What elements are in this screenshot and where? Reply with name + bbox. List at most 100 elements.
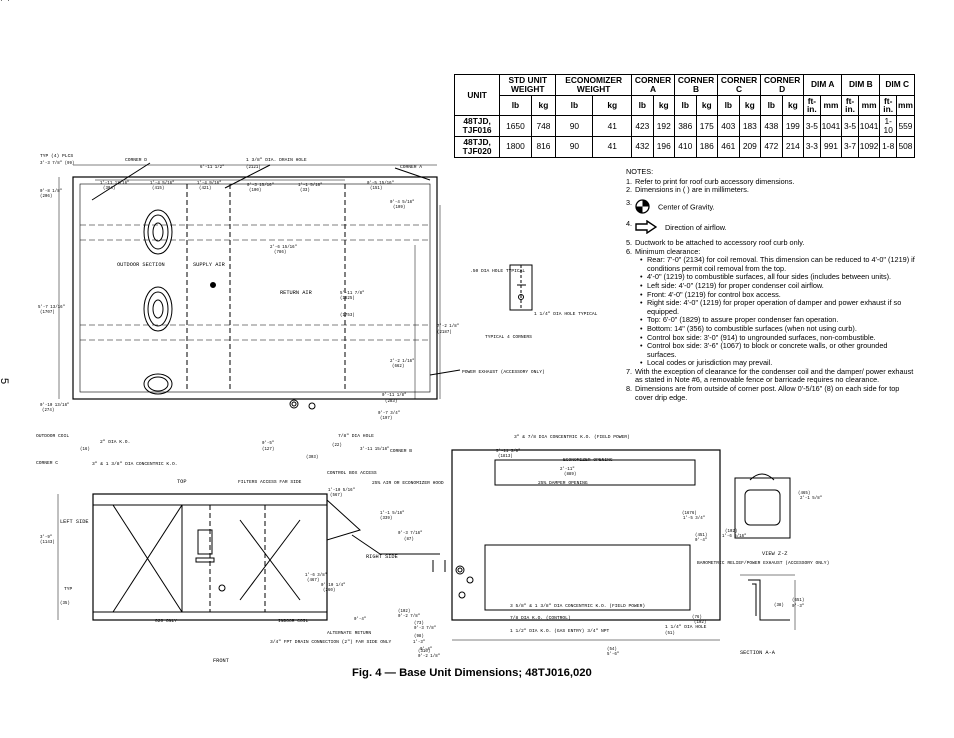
table-cell: 3-7: [841, 135, 859, 158]
note-4: 4. Direction of airflow.: [626, 220, 918, 237]
dimension-label: 5'-11 7/8": [340, 291, 365, 296]
clearance-item: Control box side: 3'-0" (914) to ungroun…: [640, 333, 918, 343]
clearance-item: Left side: 4'-0" (1219) for proper conde…: [640, 281, 918, 291]
section-a-a: [740, 574, 796, 630]
dimension-label: (1753): [340, 313, 355, 318]
label-alternate-return: ALTERNATE RETURN: [327, 630, 371, 636]
dimension-label: (415): [152, 186, 164, 191]
dimension-label: (33): [300, 188, 310, 193]
label-barometric: BAROMETRIC RELIEF/POWER EXHAUST (ACCESSO…: [697, 560, 829, 566]
dimension-label: (197): [380, 416, 392, 421]
dimension-label: 1'-5 3/4": [683, 516, 705, 521]
dimension-label: 1'-11 13/16": [100, 181, 129, 186]
dimension-label: 0'-2 7/8": [398, 614, 420, 619]
label-corner-a: CORNER A: [400, 164, 422, 170]
table-cell: 1800: [499, 135, 532, 158]
dimension-label: (100): [249, 188, 261, 193]
dimension-label: 1'-1 5/16": [298, 183, 323, 188]
label-indoor-coil: INDOOR COIL: [278, 618, 309, 624]
dimension-label: 1'-10 5/16": [328, 488, 355, 493]
dimension-label: (109): [393, 205, 405, 210]
col-unit: UNIT: [453, 73, 501, 117]
dimension-label: 0'-3 7/16": [398, 531, 423, 536]
dimension-label: 2'-6 15/16": [270, 245, 297, 250]
dimension-label: (102): [398, 609, 410, 614]
label-ko-gas: 1 1/2" DIA K.O. (GAS ENTRY) 3/4" NPT: [510, 628, 609, 634]
dimension-label: 3'-3 7/8" (99): [40, 161, 74, 166]
table-cell: 1650: [499, 115, 532, 137]
table-cell: 559: [895, 115, 916, 137]
label-fpt-drain: 3/4" FPT DRAIN CONNECTION (2") FAR SIDE …: [270, 639, 392, 645]
airflow-arrow-icon: [635, 220, 658, 237]
dimension-label: (889): [564, 472, 576, 477]
clearance-item: Front: 4'-0" (1219) for control box acce…: [640, 290, 918, 300]
label-corner-c: CORNER C: [36, 460, 58, 466]
label-economizer-opening: ECONOMIZER OPENING: [563, 457, 613, 463]
dimension-label: 5'-7 13/16": [38, 305, 65, 310]
clearance-item: Local codes or jurisdiction may prevail.: [640, 359, 918, 368]
notes: NOTES: 1. Refer to print for roof curb a…: [626, 167, 918, 402]
label-hole-114: 1 1/4" DIA HOLE: [665, 624, 707, 630]
front-view: [351, 449, 721, 641]
dimension-label: (73): [414, 621, 424, 626]
dimension-label: (38): [774, 603, 784, 608]
table-cell: 214: [781, 135, 805, 158]
table-cell: 90: [555, 115, 594, 137]
dimension-label: (76): [692, 615, 702, 620]
label-view-zz: VIEW Z-Z: [762, 551, 787, 557]
subheader-cell: ft-in.: [879, 94, 897, 117]
table-cell: 175: [695, 115, 719, 137]
condenser-fan-icon: [143, 209, 173, 255]
dimension-label: (87): [404, 537, 414, 542]
note-5: 5. Ductwork to be attached to accessory …: [626, 237, 805, 247]
label-right-side: RIGHT SIDE: [366, 554, 398, 560]
dimension-label: 1'-1 5/16": [380, 511, 405, 516]
table-cell: 186: [695, 135, 719, 158]
table-cell: 438: [760, 115, 783, 137]
label-concentric-ko-field: 3" & 7/8 DIA CONCENTRIC K.O. (FIELD POWE…: [514, 434, 630, 440]
dimension-label: (102): [694, 620, 706, 625]
table-cell: 183: [738, 115, 762, 137]
dimension-label: 0'-4 5/16": [390, 200, 415, 205]
note-8: 8. Dimensions are from outside of corner…: [626, 384, 900, 402]
table-cell: 991: [819, 135, 843, 158]
dimension-label: (98): [414, 634, 424, 639]
label-damper-opening: 25% DAMPER OPENING: [538, 480, 588, 486]
dimension-label: (1825): [340, 296, 355, 301]
dimension-label: 0'-3 15/16": [247, 183, 274, 188]
center-of-gravity-icon: [210, 282, 216, 288]
label-typical-4-corners: TYPICAL 4 CORNERS: [485, 334, 532, 340]
label-dia-ko-2: 2" DIA K.O.: [100, 439, 130, 445]
clearance-item: Top: 6'-0" (1829) to assure proper conde…: [640, 316, 918, 325]
label-power-exhaust: POWER EXHAUST (ACCESSORY ONLY): [462, 369, 545, 375]
table-cell: 196: [652, 135, 675, 158]
table-cell: 432: [631, 135, 654, 158]
dimension-label: (2187): [437, 330, 452, 335]
center-of-gravity-icon: [635, 199, 650, 217]
table-cell: 508: [895, 135, 916, 158]
dimension-label: 0'-3": [792, 604, 804, 609]
note-3: 3. Center of Gravity.: [626, 198, 918, 217]
dimension-label: (206): [40, 194, 52, 199]
col-corner-d: CORNER D: [760, 74, 805, 96]
dimension-label: 5'-11 3/8": [496, 449, 521, 454]
label-control-box-access: CONTROL BOX ACCESS: [327, 470, 377, 476]
dimension-label: 3'-9": [40, 535, 52, 540]
table-cell: 199: [781, 115, 805, 137]
dimension-label: 2'-1 5/8": [800, 496, 822, 501]
notes-title: NOTES:: [626, 167, 654, 176]
dimension-label: 7'-2 1/8": [437, 324, 459, 329]
label-typ-plcs: TYP (4) PLCS: [40, 153, 73, 159]
note-1: 1. Refer to print for roof curb accessor…: [626, 176, 795, 186]
dimension-label: 1'-6 3/8": [305, 573, 327, 578]
dimension-label: 0'-7 3/4": [378, 411, 400, 416]
label-front: FRONT: [213, 658, 229, 664]
clearance-item: 4'-0" (1219) to combustible surfaces, al…: [640, 273, 918, 282]
dimension-label: 0'-11 1/8": [382, 393, 407, 398]
dimension-label: (1707): [40, 310, 55, 315]
view-z-z: [734, 473, 791, 539]
figure-caption: Fig. 4 — Base Unit Dimensions; 48TJ016,0…: [352, 667, 592, 679]
condenser-fan-icon: [143, 286, 173, 332]
